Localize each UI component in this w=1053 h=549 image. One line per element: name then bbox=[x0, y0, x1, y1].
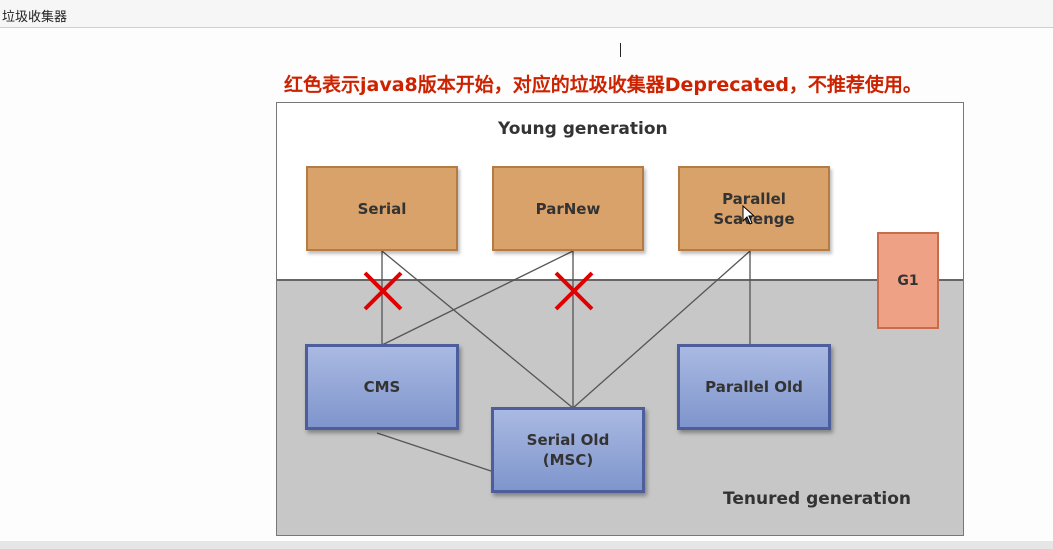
window-title: 垃圾收集器 bbox=[2, 10, 68, 25]
deprecated-cross-icon bbox=[554, 271, 594, 311]
g1-collector-box: G1 bbox=[877, 232, 939, 329]
serial-old-label: Serial Old (MSC) bbox=[526, 431, 610, 469]
parnew-collector-box: ParNew bbox=[492, 166, 644, 251]
mouse-pointer-icon bbox=[742, 205, 756, 225]
line-serial-serialold bbox=[381, 250, 574, 409]
young-generation-label: Young generation bbox=[498, 119, 668, 139]
parnew-label: ParNew bbox=[535, 199, 601, 218]
g1-label: G1 bbox=[897, 272, 919, 289]
serial-label: Serial bbox=[357, 199, 407, 218]
connection-lines bbox=[376, 250, 751, 472]
cms-collector-box: CMS bbox=[305, 344, 459, 430]
deprecation-note: 红色表示java8版本开始，对应的垃圾收集器Deprecated，不推荐使用。 bbox=[284, 74, 922, 96]
parallel-scavenge-collector-box: Parallel Scavenge bbox=[678, 166, 830, 251]
serial-old-collector-box: Serial Old (MSC) bbox=[491, 407, 645, 493]
line-scavenge-serialold bbox=[572, 250, 751, 409]
text-cursor bbox=[620, 43, 621, 57]
gc-diagram: Young generation Tenured generation Seri… bbox=[276, 102, 964, 536]
line-parnew-cms bbox=[381, 250, 574, 346]
cms-label: CMS bbox=[363, 378, 401, 396]
deprecated-cross-icon bbox=[363, 271, 403, 311]
parallel-old-label: Parallel Old bbox=[705, 378, 803, 396]
horizontal-scrollbar[interactable] bbox=[0, 541, 1053, 549]
tenured-generation-label: Tenured generation bbox=[723, 489, 911, 509]
parallel-scavenge-label: Parallel Scavenge bbox=[713, 189, 795, 228]
window-titlebar: 垃圾收集器 bbox=[0, 0, 1053, 28]
serial-collector-box: Serial bbox=[306, 166, 458, 251]
parallel-old-collector-box: Parallel Old bbox=[677, 344, 831, 430]
line-cms-serialold bbox=[376, 432, 492, 472]
